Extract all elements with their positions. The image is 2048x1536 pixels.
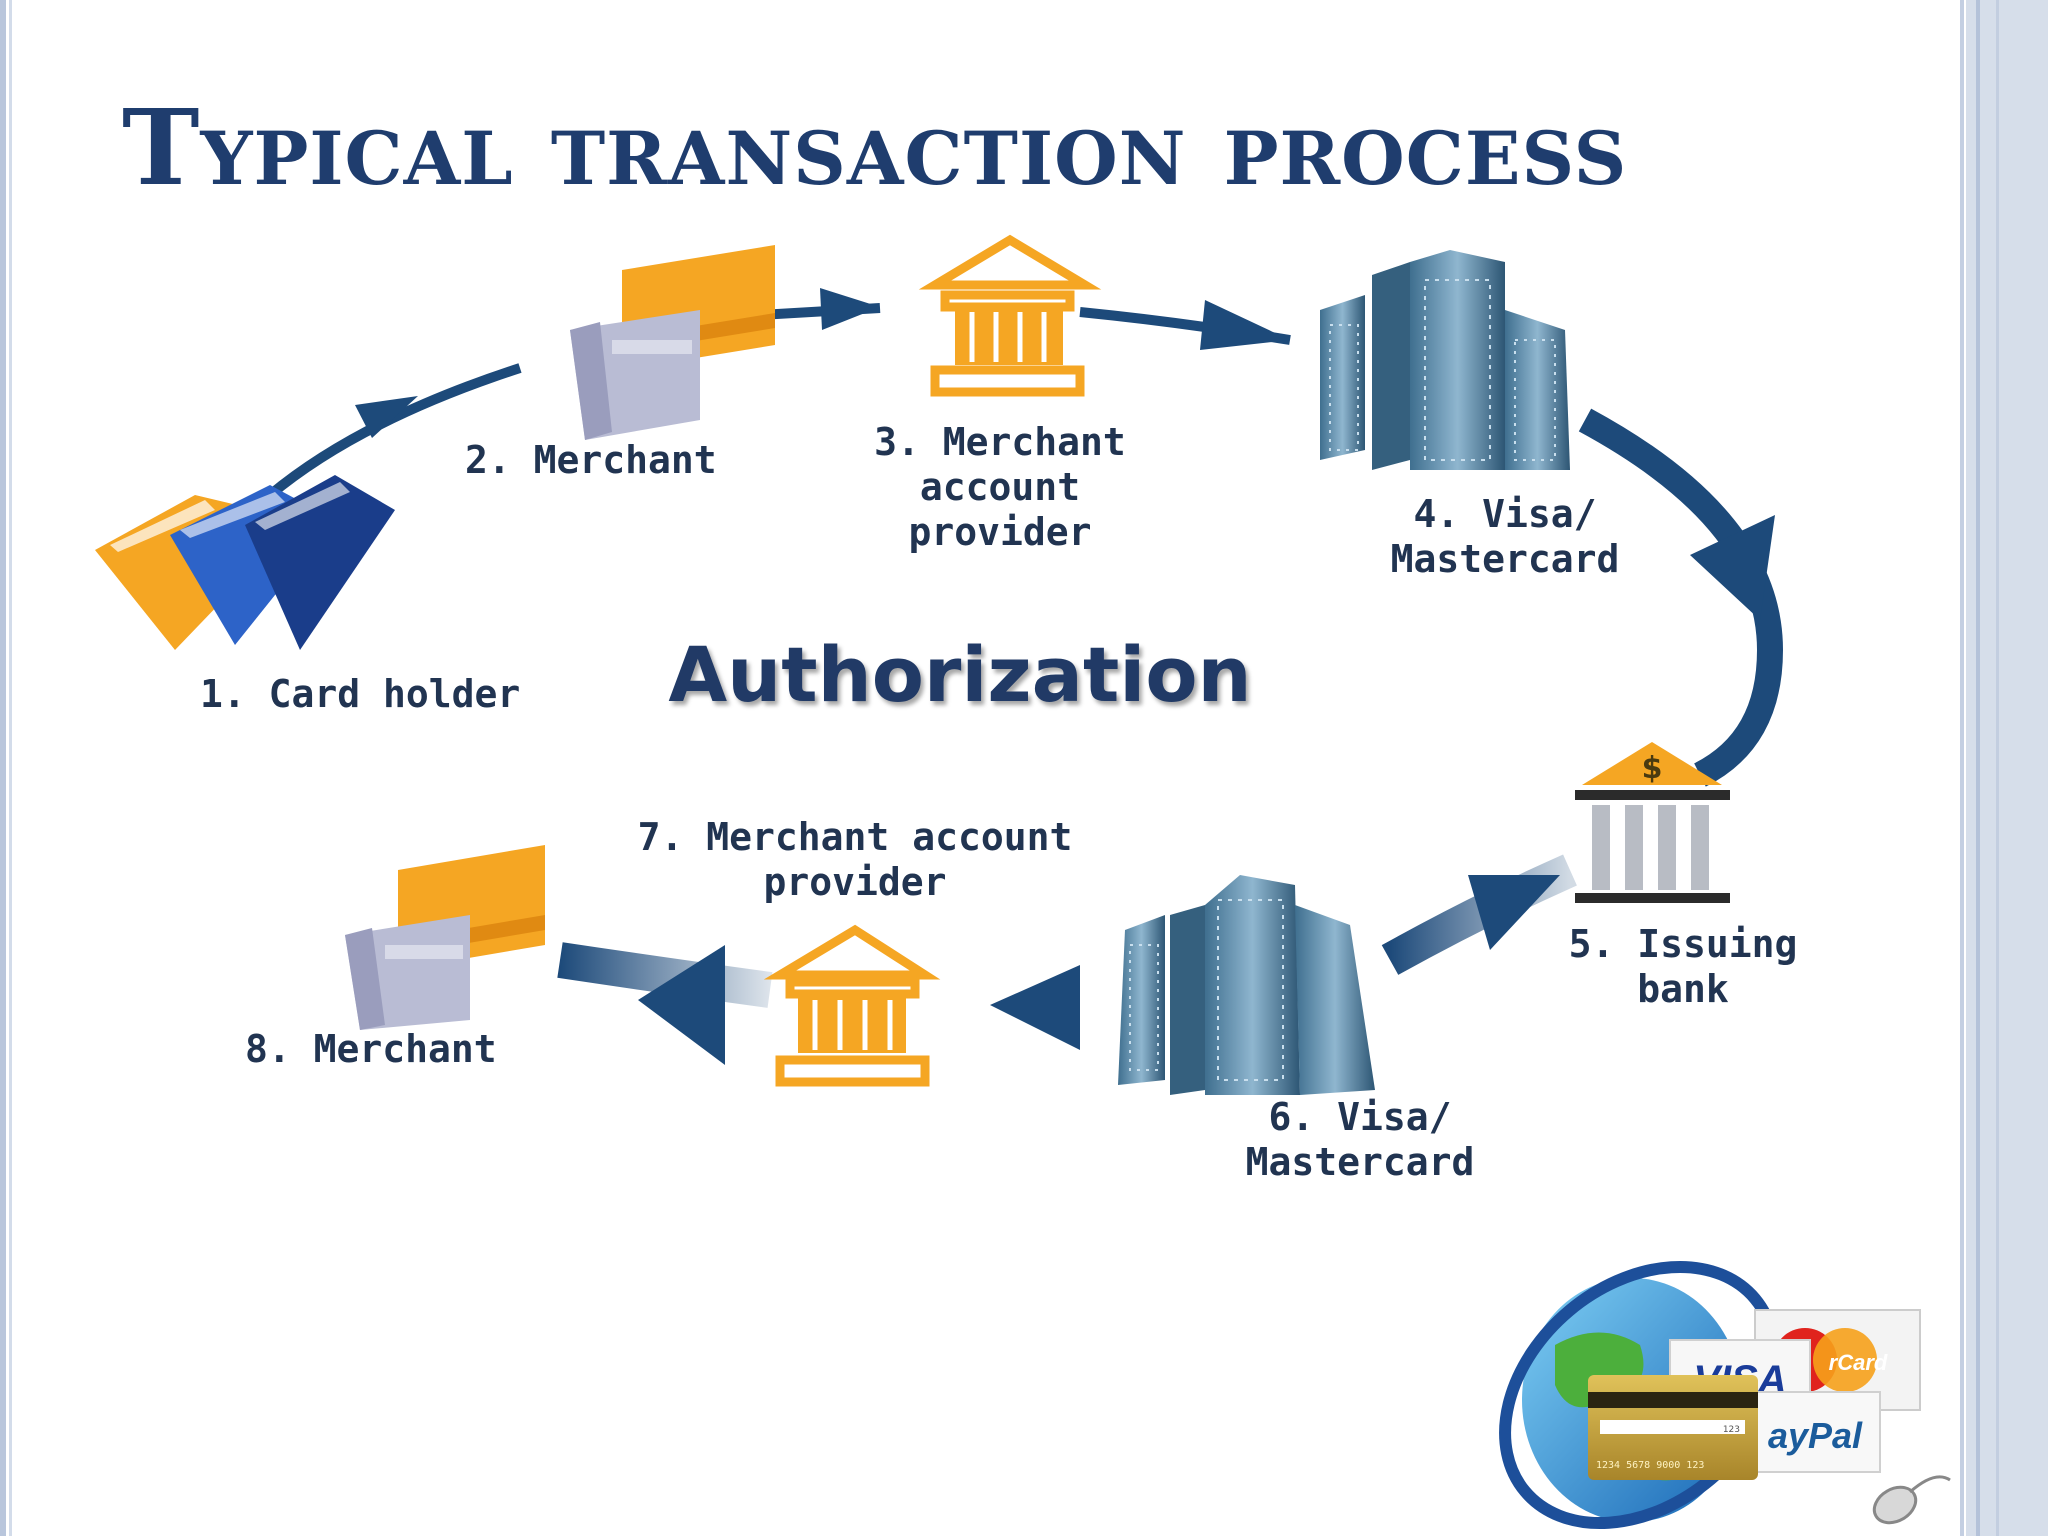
step-label-3: 3. Merchant account provider (874, 420, 1126, 554)
step-label-7: 7. Merchant account provider (637, 815, 1073, 904)
mastercard-logo-text: rCard (1829, 1350, 1888, 1375)
step-label-6: 6. Visa/ Mastercard (1245, 1095, 1475, 1184)
flow-arrow-7-8 (557, 942, 773, 1065)
card-terminal-icon (345, 845, 545, 1030)
credit-cards-icon (95, 475, 395, 650)
slide-frame-left (0, 0, 6, 1536)
slide-frame-right-stripe-2 (1996, 0, 1999, 1536)
card-number-text: 1234 5678 9000 123 (1596, 1460, 1704, 1471)
flow-arrow-2-3 (759, 288, 881, 330)
step-label-1: 1. Card holder (200, 672, 521, 716)
payment-methods-graphic: rCard VISA ayPal 123 1234 5678 9000 123 (1499, 1260, 1951, 1530)
card-code-text: 123 (1723, 1425, 1740, 1435)
step-label-8: 8. Merchant (245, 1027, 497, 1071)
flow-arrow-5-6 (1381, 854, 1577, 975)
flow-arrow-1-2 (266, 363, 522, 499)
flow-arrow-4-5 (1578, 408, 1784, 787)
slide-frame-right-stripe (1976, 0, 1980, 1536)
step-label-5: 5. Issuing bank (1568, 922, 1798, 1011)
office-towers-icon (1118, 875, 1375, 1095)
paypal-logo-text: ayPal (1768, 1415, 1863, 1456)
card-terminal-icon (570, 245, 775, 440)
authorization-heading: Authorization (668, 630, 1252, 719)
flow-arrow-3-4 (1079, 300, 1291, 350)
slide-title: Typical transaction process (122, 86, 1628, 209)
svg-text:$: $ (1642, 751, 1663, 786)
step-label-2: 2. Merchant (465, 438, 717, 482)
slide-frame-right (1960, 0, 1964, 1536)
office-towers-icon (1320, 250, 1570, 470)
dollar-bank-icon: $ (1575, 742, 1730, 903)
step-label-4: 4. Visa/ Mastercard (1390, 492, 1620, 581)
bank-building-icon (918, 234, 1102, 397)
slide-frame-left-inner (9, 0, 12, 1536)
flow-arrow-6-7 (990, 965, 1120, 1050)
bank-building-icon (763, 924, 941, 1087)
